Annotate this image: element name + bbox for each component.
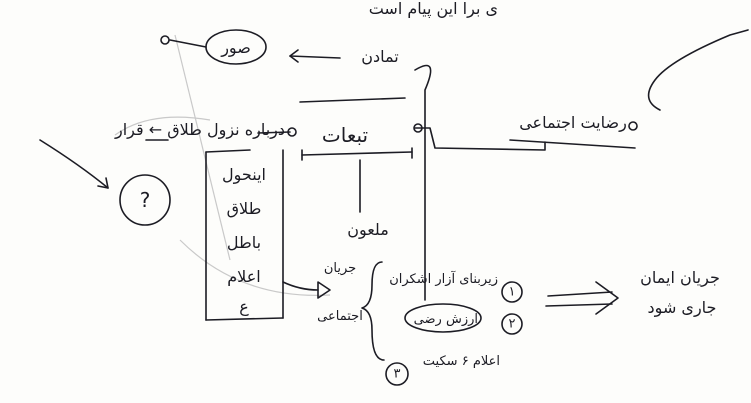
question-arrow — [39, 139, 109, 189]
tamadon-label: تمادن — [361, 47, 398, 66]
left-list-item: اعلام — [227, 267, 260, 286]
conclusion-line-2: جاری شود — [648, 298, 717, 318]
item-number: ١ — [509, 285, 516, 300]
item-number: ٢ — [509, 317, 516, 332]
hook-curve — [647, 29, 749, 111]
numbered-items: ١ زیربنای آزار اشکران ٢ ارزش رضی ٣ اعلام… — [385, 270, 523, 386]
item-number: ٣ — [394, 367, 401, 382]
item-text: زیربنای آزار اشکران — [389, 270, 498, 287]
talaq-connector — [257, 131, 291, 134]
rezaei-connector — [414, 127, 546, 151]
left-list-item: اینحول — [222, 165, 266, 185]
item-highlight-oval — [404, 303, 482, 333]
rezaei-label: رضایت اجتماعی — [519, 113, 627, 133]
item-text: ارزش رضی — [414, 312, 478, 327]
list-box-sides — [205, 149, 284, 321]
tabaat-right-dot — [413, 123, 423, 133]
talaq-dot — [287, 127, 297, 137]
question-circle — [119, 174, 171, 226]
sura-label: صور — [220, 38, 251, 58]
left-list-item: ع — [239, 297, 249, 317]
faint-line — [114, 116, 211, 136]
tamadon-arrow — [289, 55, 341, 59]
left-list-item: طلاق — [227, 199, 262, 218]
item-text: اعلام ۶ سکیت — [423, 354, 500, 369]
sura-tail-line — [169, 39, 207, 48]
left-list-item: باطل — [227, 233, 261, 252]
tabaat-underline-ticks — [301, 147, 413, 161]
list-box-top — [205, 149, 251, 153]
conclusion-arrowhead — [595, 281, 619, 315]
top-text: ی برا این پیام است — [369, 0, 498, 19]
rezaei-dot — [628, 121, 638, 131]
question-mark: ? — [140, 188, 151, 212]
sura-tail-dot — [160, 35, 170, 45]
center-vertical-line — [414, 64, 432, 301]
item-number-circle — [501, 281, 523, 303]
talaq-note: درباره نزول طلاق ← قرار — [114, 120, 285, 140]
jarayan-label: جریان — [324, 261, 356, 276]
item-number-circle — [501, 313, 523, 335]
maloon-label: ملعون — [347, 220, 389, 240]
left-list: اینحول طلاق باطل اعلام ع — [222, 165, 266, 317]
items-brace — [361, 261, 385, 361]
list-box-bottom — [205, 317, 284, 321]
tabaat-underline — [301, 151, 413, 156]
list-to-cluster-line — [282, 281, 319, 291]
tabaat-overline — [299, 97, 406, 103]
list-to-cluster-arrowhead — [317, 281, 331, 299]
question-arrowhead — [97, 177, 109, 189]
faint-line — [179, 239, 331, 296]
faint-line — [174, 34, 231, 261]
tamadon-arrowhead — [289, 49, 299, 63]
ejtemai-label: اجتماعی — [317, 309, 363, 324]
conclusion-arrow-shaft — [545, 291, 613, 307]
rezaei-underline — [509, 139, 636, 149]
item-number-circle — [385, 362, 409, 386]
conclusion-line-1: جریان ایمان — [640, 268, 720, 288]
tabaat-label: تبعات — [322, 123, 368, 147]
